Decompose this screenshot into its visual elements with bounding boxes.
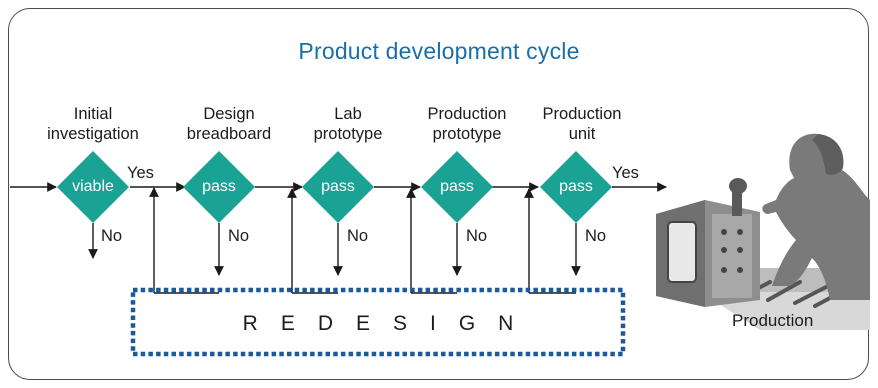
no-label: No xyxy=(466,227,488,245)
production-label: Production xyxy=(732,311,814,330)
no-label: No xyxy=(101,227,123,245)
decision-text-pass: pass xyxy=(202,178,236,195)
redesign-label: REDESIGN xyxy=(242,312,537,335)
decision-text-pass: pass xyxy=(440,178,474,195)
decision-diamonds xyxy=(57,151,612,223)
diamond-viable xyxy=(57,151,129,223)
decision-text-pass: pass xyxy=(321,178,355,195)
diagram-title: Product development cycle xyxy=(298,38,580,64)
no-label: No xyxy=(585,227,607,245)
diamond-pass-3 xyxy=(421,151,493,223)
yes-label: Yes xyxy=(127,164,154,182)
yes-label: Yes xyxy=(612,164,639,182)
diamond-pass-4 xyxy=(540,151,612,223)
decision-text-pass: pass xyxy=(559,178,593,195)
diamond-pass-1 xyxy=(183,151,255,223)
diagram-frame xyxy=(8,8,869,380)
no-label: No xyxy=(228,227,250,245)
production-illustration xyxy=(656,133,870,330)
no-label: No xyxy=(347,227,369,245)
decision-text-viable: viable xyxy=(72,178,114,195)
diamond-pass-2 xyxy=(302,151,374,223)
